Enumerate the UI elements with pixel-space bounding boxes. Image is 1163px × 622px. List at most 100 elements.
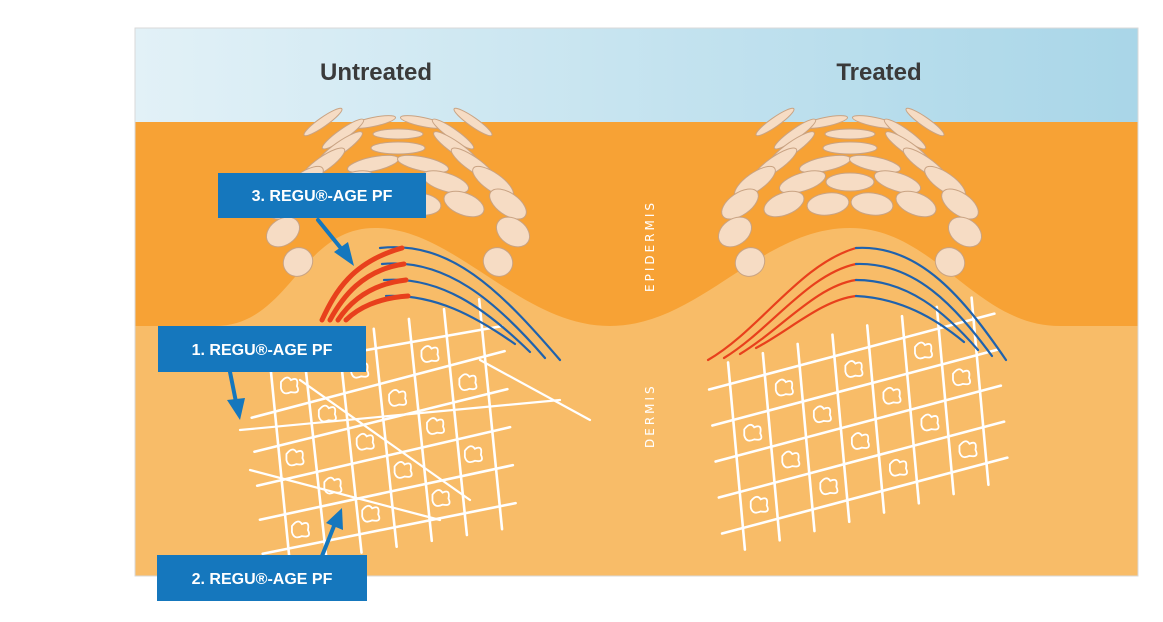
red-fiber-bundle [327,261,407,323]
arrow-1-head [227,398,245,420]
blue-fiber [854,278,980,352]
collagen-fiber [761,351,781,542]
fibroblast-shape [958,440,978,459]
red-fiber-bundle [319,245,405,323]
collagen-fiber [717,420,1006,499]
label-dermis: DERMIS [643,383,657,448]
epidermal-cell [822,141,878,155]
collagen-fiber [267,344,293,579]
epidermal-cell [947,216,983,248]
epidermal-cell [755,107,795,137]
epidermal-cell [721,188,759,220]
collagen-fiber [261,501,517,556]
fibroblast-shape [781,450,801,469]
blue-fiber [854,294,966,344]
collagen-mesh-treated [707,296,1009,551]
fibroblast-shape [393,461,413,479]
arrow-2-head [326,508,343,530]
fibroblast-shape [844,360,864,378]
collagen-fiber [248,468,442,522]
collagen-fiber [255,425,512,488]
collagen-fiber [238,398,562,432]
collagen-fiber [298,378,472,502]
epidermal-cell [482,247,514,277]
title-treated: Treated [836,59,921,86]
epidermal-cell [905,107,945,137]
collagen-fiber [831,333,851,524]
collagen-fiber [720,456,1009,535]
fibers-treated [706,246,1008,362]
collagen-fiber [250,349,506,420]
callout-arrows [227,218,354,558]
callout-2: 2. REGU®-AGE PF [157,555,367,601]
fibroblast-shape [743,423,763,442]
collagen-fiber [478,358,592,422]
callout-box [157,555,367,601]
collagen-fiber [707,312,996,391]
callout-label: 2. REGU®-AGE PF [192,571,333,588]
fibroblast-shape [850,432,870,450]
callout-label: 3. REGU®-AGE PF [252,188,393,205]
red-fiber [738,278,858,356]
epidermal-cell [763,190,805,218]
collagen-fiber [970,296,990,487]
collagen-fiber [726,361,747,551]
blue-fiber [854,246,1008,362]
epidermal-cell [282,247,314,277]
collagen-mesh-untreated [238,297,592,579]
blue-fiber [378,246,562,362]
epidermal-cell [941,188,979,220]
epidermal-cell [265,216,301,248]
fibroblast-shape [388,389,408,407]
fibroblast-shape [819,477,839,496]
epidermal-cell [396,154,450,174]
title-untreated: Untreated [320,59,432,86]
blue-fiber [854,262,994,358]
epidermal-cell [850,192,894,216]
red-fiber [706,246,858,362]
collagen-fiber [258,463,515,522]
fibroblast-shape [280,376,299,395]
epidermal-cell [873,170,922,194]
red-fiber-bundle [343,293,411,323]
arrow-1-line [228,370,238,404]
sky-band [135,28,1138,128]
label-epidermis: EPIDERMIS [643,200,657,292]
fibroblast-shape [420,345,440,363]
epidermal-cell [443,190,485,218]
epidermal-cell [489,188,527,220]
fibroblast-shape [323,476,343,495]
fibroblast-shape [952,368,972,387]
callout-1: 1. REGU®-AGE PF [158,326,366,372]
fibers-untreated [319,245,562,362]
callout-label: 1. REGU®-AGE PF [192,342,333,359]
collagen-fiber [337,337,363,554]
collagen-fiber [407,317,434,543]
fibroblast-shape [749,495,769,514]
fibroblast-shape [426,417,445,435]
red-fiber-bundle [335,277,409,323]
fibroblast-shape [888,458,908,477]
epidermal-cell [895,190,937,218]
collagen-fiber [253,387,509,454]
fibroblast-shape [285,448,305,467]
callout-3: 3. REGU®-AGE PF [218,173,426,218]
arrow-3-line [316,218,346,254]
fibroblast-shape [812,405,832,424]
epidermal-cell [717,216,753,248]
collagen-fiber [372,327,398,549]
fibroblast-shape [355,432,375,451]
callout-box [158,326,366,372]
epidermal-cell [778,170,827,194]
collagen-fiber [477,297,504,531]
epidermal-cell [495,216,531,248]
diagram-frame [134,27,1139,577]
epidermal-cell [453,107,493,137]
collagen-fiber [935,305,955,496]
epidermal-cell [848,154,902,174]
epidermal-cell [370,141,426,155]
fibroblast-shape [463,445,483,464]
fibroblast-shape [317,404,337,423]
callout-box [218,173,426,218]
epidermal-cell [372,128,424,140]
